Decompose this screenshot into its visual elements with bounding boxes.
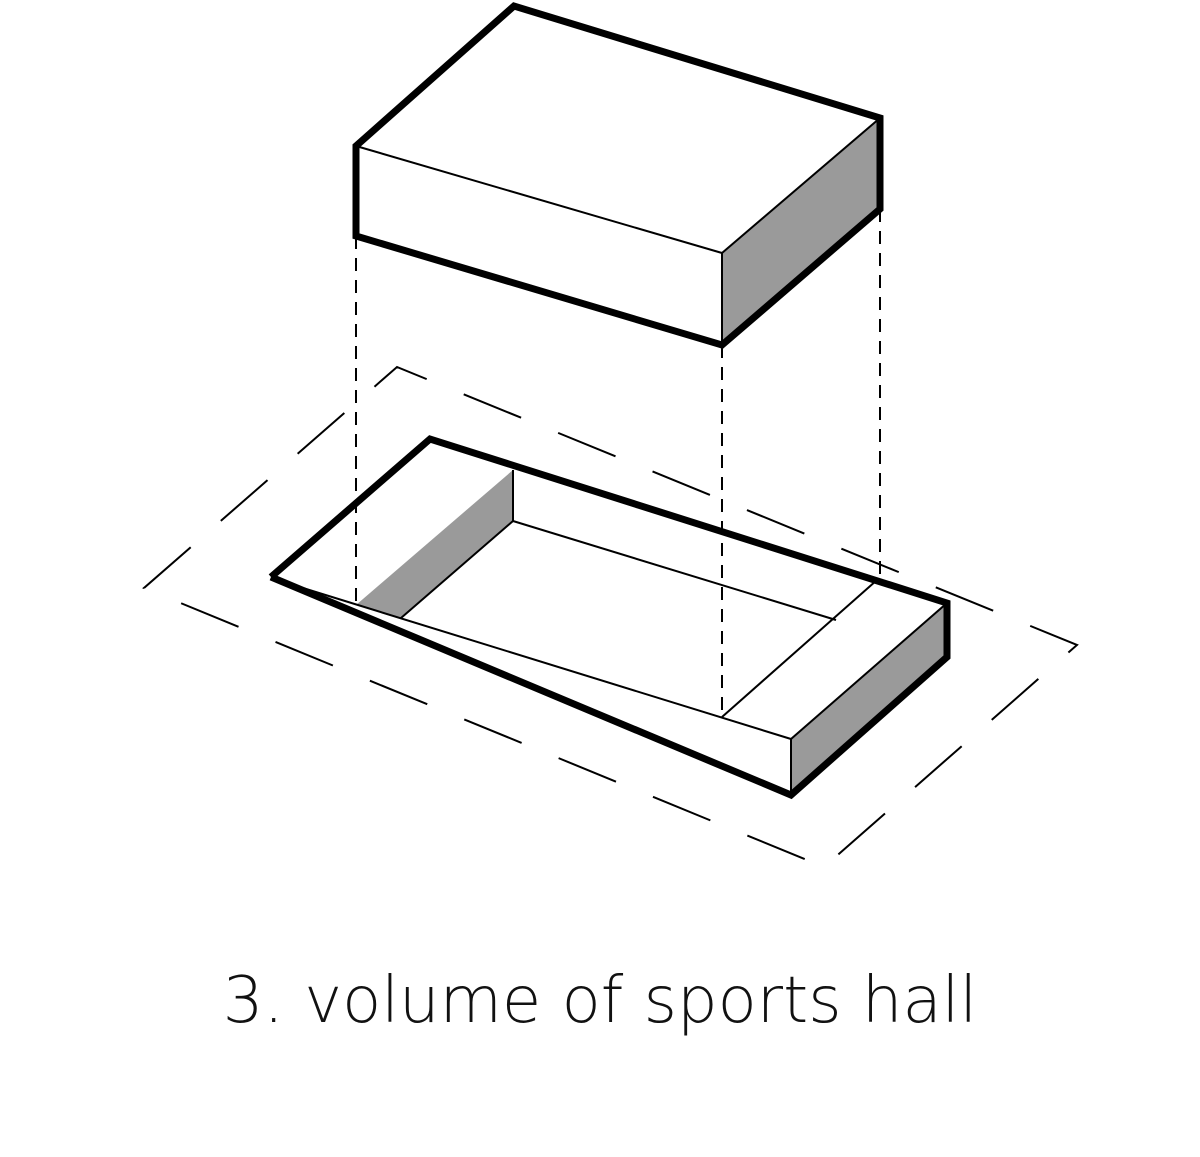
- tray-outline: [268, 435, 951, 800]
- sports-hall-volume-box: [352, 2, 884, 349]
- tray-right-top-edge: [790, 602, 948, 740]
- dashed-site-boundary: [142, 365, 1079, 869]
- tray-floor-slope: [289, 583, 792, 740]
- tray-right-face: [791, 603, 947, 795]
- diagram-caption: 3. volume of sports hall: [222, 964, 978, 1038]
- tray-inner-back-edge: [512, 520, 837, 621]
- dashed-projection-lines: [355, 209, 881, 717]
- tray-inner-left-edge: [400, 520, 514, 619]
- box-side-face: [722, 118, 880, 345]
- tray-slab-right-edge: [721, 579, 878, 718]
- tray-left-inner-wall: [356, 470, 513, 618]
- box-front-face: [356, 146, 722, 345]
- box-top-front-edge: [355, 145, 723, 254]
- recessed-base-tray: [268, 435, 951, 800]
- box-top-side-edge: [721, 117, 881, 254]
